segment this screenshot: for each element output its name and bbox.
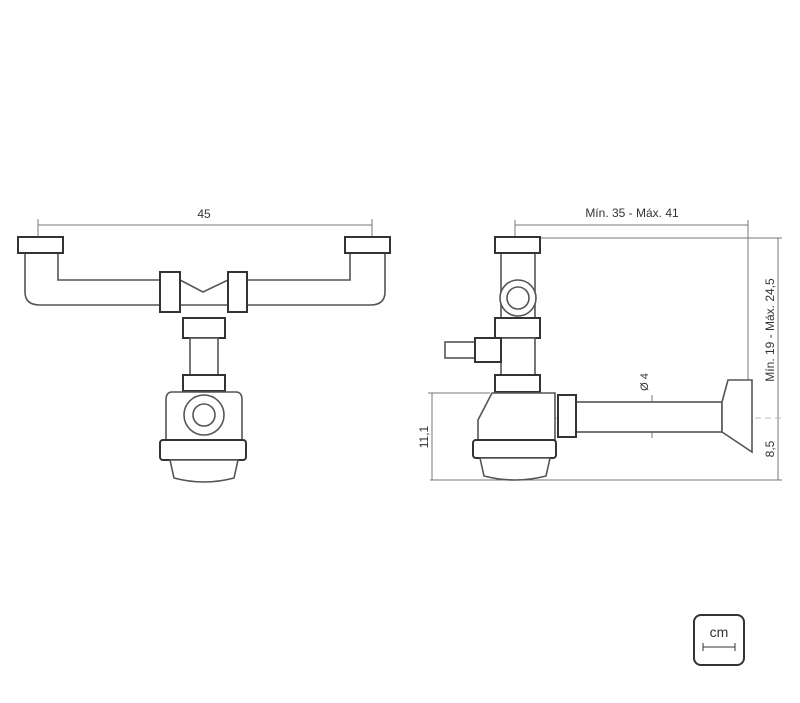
unit-badge: cm [693, 614, 745, 666]
outlet-height-label: 8,5 [763, 440, 777, 457]
front-view: 45 [17, 207, 391, 483]
measure-arrow-icon [702, 643, 736, 651]
diameter-label: Ø 4 [639, 373, 651, 391]
width-label: 45 [197, 207, 211, 221]
trap-height-label: 11,1 [417, 425, 431, 448]
left-inlet-nut [17, 236, 64, 254]
unit-label: cm [709, 624, 729, 640]
depth-label: Mín. 35 - Máx. 41 [585, 206, 679, 220]
height-label: Mín. 19 - Máx. 24,5 [763, 278, 777, 382]
right-inlet-nut [344, 236, 391, 254]
side-view: Mín. 35 - Máx. 41 Mín. 19 - Máx. 24,5 8,… [417, 206, 782, 481]
